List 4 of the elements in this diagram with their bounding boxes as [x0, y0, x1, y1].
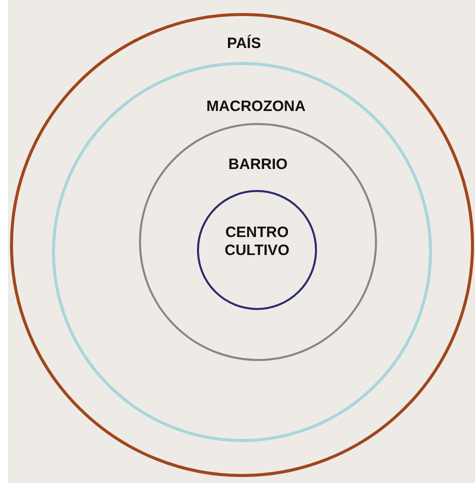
- region-label: PAÍS: [226, 35, 262, 53]
- region-label: MACROZONA: [206, 98, 306, 116]
- region-label: CENTRO CULTIVO: [224, 224, 290, 260]
- region-label: BARRIO: [227, 156, 289, 174]
